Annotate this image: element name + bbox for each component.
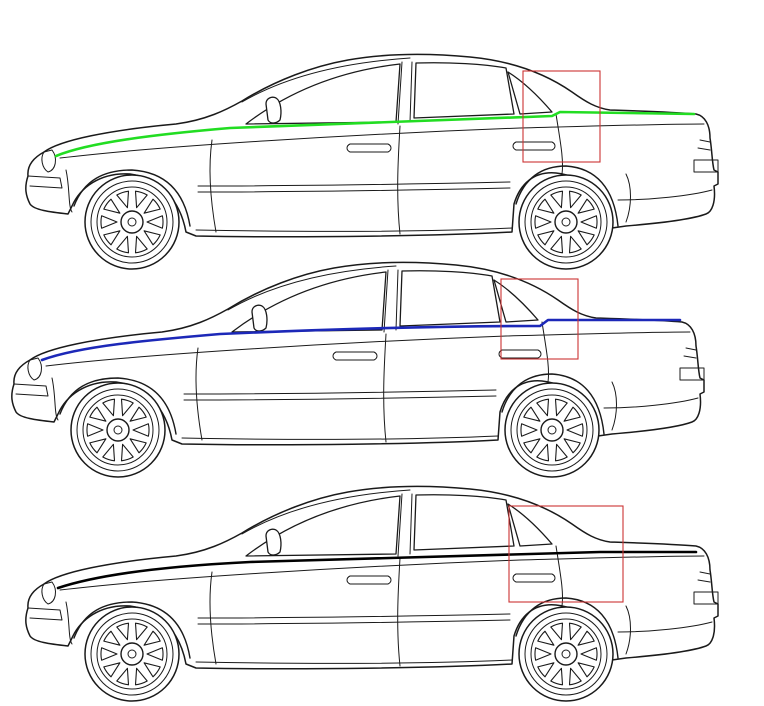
car-middle-highlight-box <box>500 278 579 360</box>
car-middle <box>12 262 704 477</box>
car-top-highlight-box <box>522 70 601 163</box>
car-top <box>26 54 718 269</box>
car-middle-beltline-highlight <box>40 318 682 362</box>
car-bottom-highlight-box <box>508 505 624 603</box>
car-bottom-outline <box>26 486 718 701</box>
car-bottom-beltline-highlight <box>56 550 698 590</box>
car-top-beltline-highlight <box>54 110 696 158</box>
car-top-outline <box>26 54 718 269</box>
car-middle-outline <box>12 262 704 477</box>
car-bottom <box>26 486 718 701</box>
